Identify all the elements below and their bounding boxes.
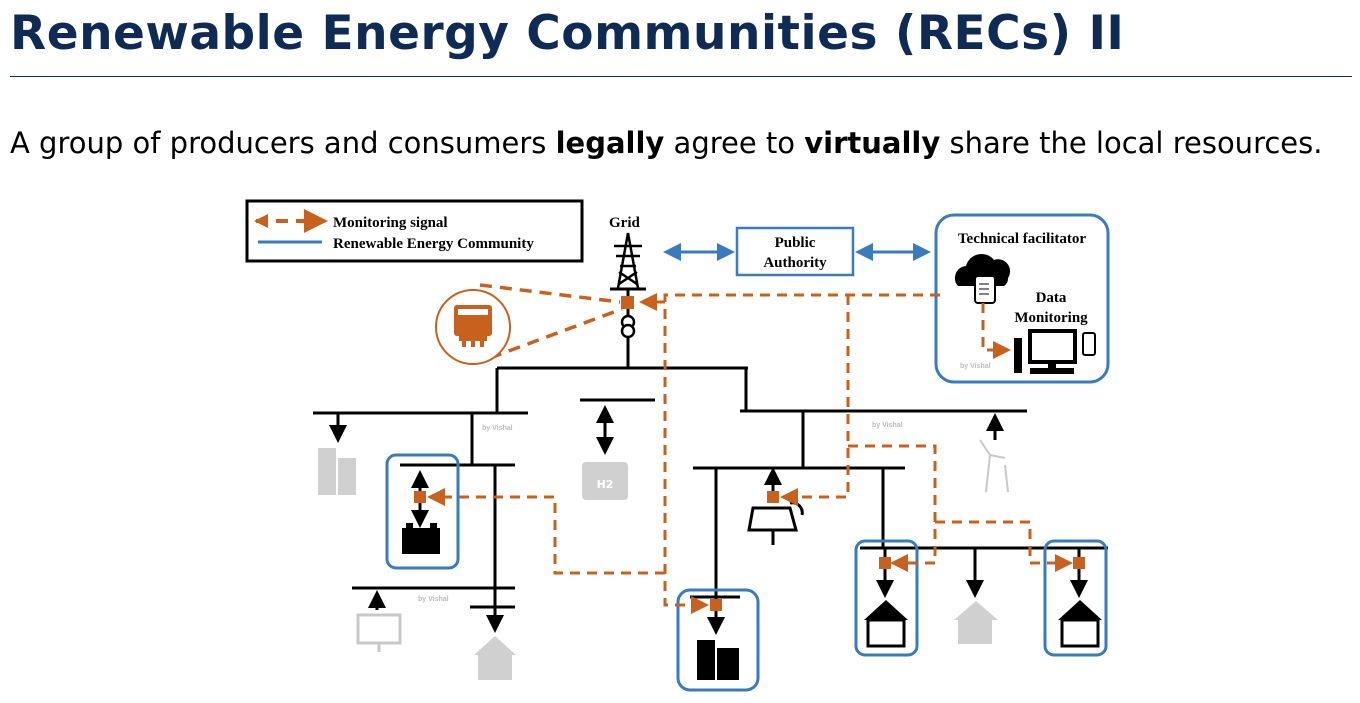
computer-icon (1014, 329, 1096, 374)
phone-icon (1082, 332, 1096, 356)
wind-turbine-icon-inactive (979, 439, 1009, 493)
cloud-documents-icon (954, 253, 1011, 304)
title-divider (10, 76, 1352, 77)
public-authority-box (735, 226, 855, 277)
monitoring-signal-paths (427, 293, 1073, 614)
data-monitoring-label: Monitoring (1014, 310, 1088, 326)
house-icon (864, 600, 908, 648)
grid-meter-node (621, 296, 634, 309)
public-authority-label: Authority (763, 255, 827, 271)
battery-icon (402, 523, 440, 554)
house-icon (1058, 600, 1102, 648)
watermark: by Vishal (418, 596, 449, 603)
text-part: A group of producers and consumers (10, 126, 556, 160)
transformer-icon (620, 314, 636, 339)
legend-monitoring-signal: Monitoring signal (333, 215, 448, 231)
public-authority-label: Public (775, 235, 816, 251)
slide-title: Renewable Energy Communities (RECs) II (10, 6, 1125, 61)
house-icon-inactive (954, 601, 998, 644)
meter-nodes (414, 491, 1085, 611)
transmission-tower-icon (610, 232, 646, 291)
grid-label: Grid (609, 215, 640, 231)
watermark: by Vishal (960, 363, 991, 370)
smart-meter-icon (435, 289, 511, 365)
building-icon-inactive (318, 448, 356, 495)
solar-panel-icon-inactive (356, 613, 402, 652)
slide-body-text: A group of producers and consumers legal… (10, 126, 1322, 160)
house-icon-inactive (474, 636, 516, 680)
watermark: by Vishal (482, 425, 513, 432)
community-member-office (676, 588, 760, 692)
watermark: by Vishal (872, 422, 903, 429)
legend: Monitoring signal Renewable Energy Commu… (245, 199, 584, 263)
office-building-icon (697, 640, 739, 680)
distribution-network (313, 366, 1108, 609)
text-bold-virtually: virtually (804, 126, 941, 160)
data-monitoring-label: Data (1036, 290, 1067, 306)
community-member-house-1 (854, 539, 919, 657)
text-part: share the local resources. (940, 126, 1323, 160)
community-member-battery (385, 453, 460, 570)
text-part: agree to (664, 126, 805, 160)
h2-label: H2 (597, 478, 614, 491)
hydrogen-icon-inactive: H2 (582, 462, 628, 500)
solar-panel-icon (747, 501, 804, 545)
community-member-house-2 (1043, 539, 1108, 657)
text-bold-legally: legally (555, 126, 665, 160)
technical-facilitator-label: Technical facilitator (958, 231, 1087, 247)
legend-community: Renewable Energy Community (333, 236, 534, 252)
